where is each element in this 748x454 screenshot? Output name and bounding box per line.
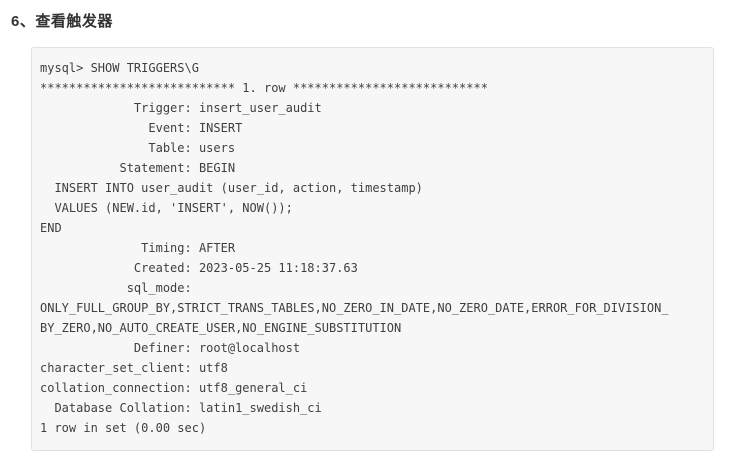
mysql-console-output: mysql> SHOW TRIGGERS\G *****************… — [40, 61, 669, 435]
document-page: 6、查看触发器 mysql> SHOW TRIGGERS\G *********… — [0, 13, 748, 454]
code-block: mysql> SHOW TRIGGERS\G *****************… — [31, 47, 714, 451]
section-heading: 6、查看触发器 — [11, 13, 113, 30]
